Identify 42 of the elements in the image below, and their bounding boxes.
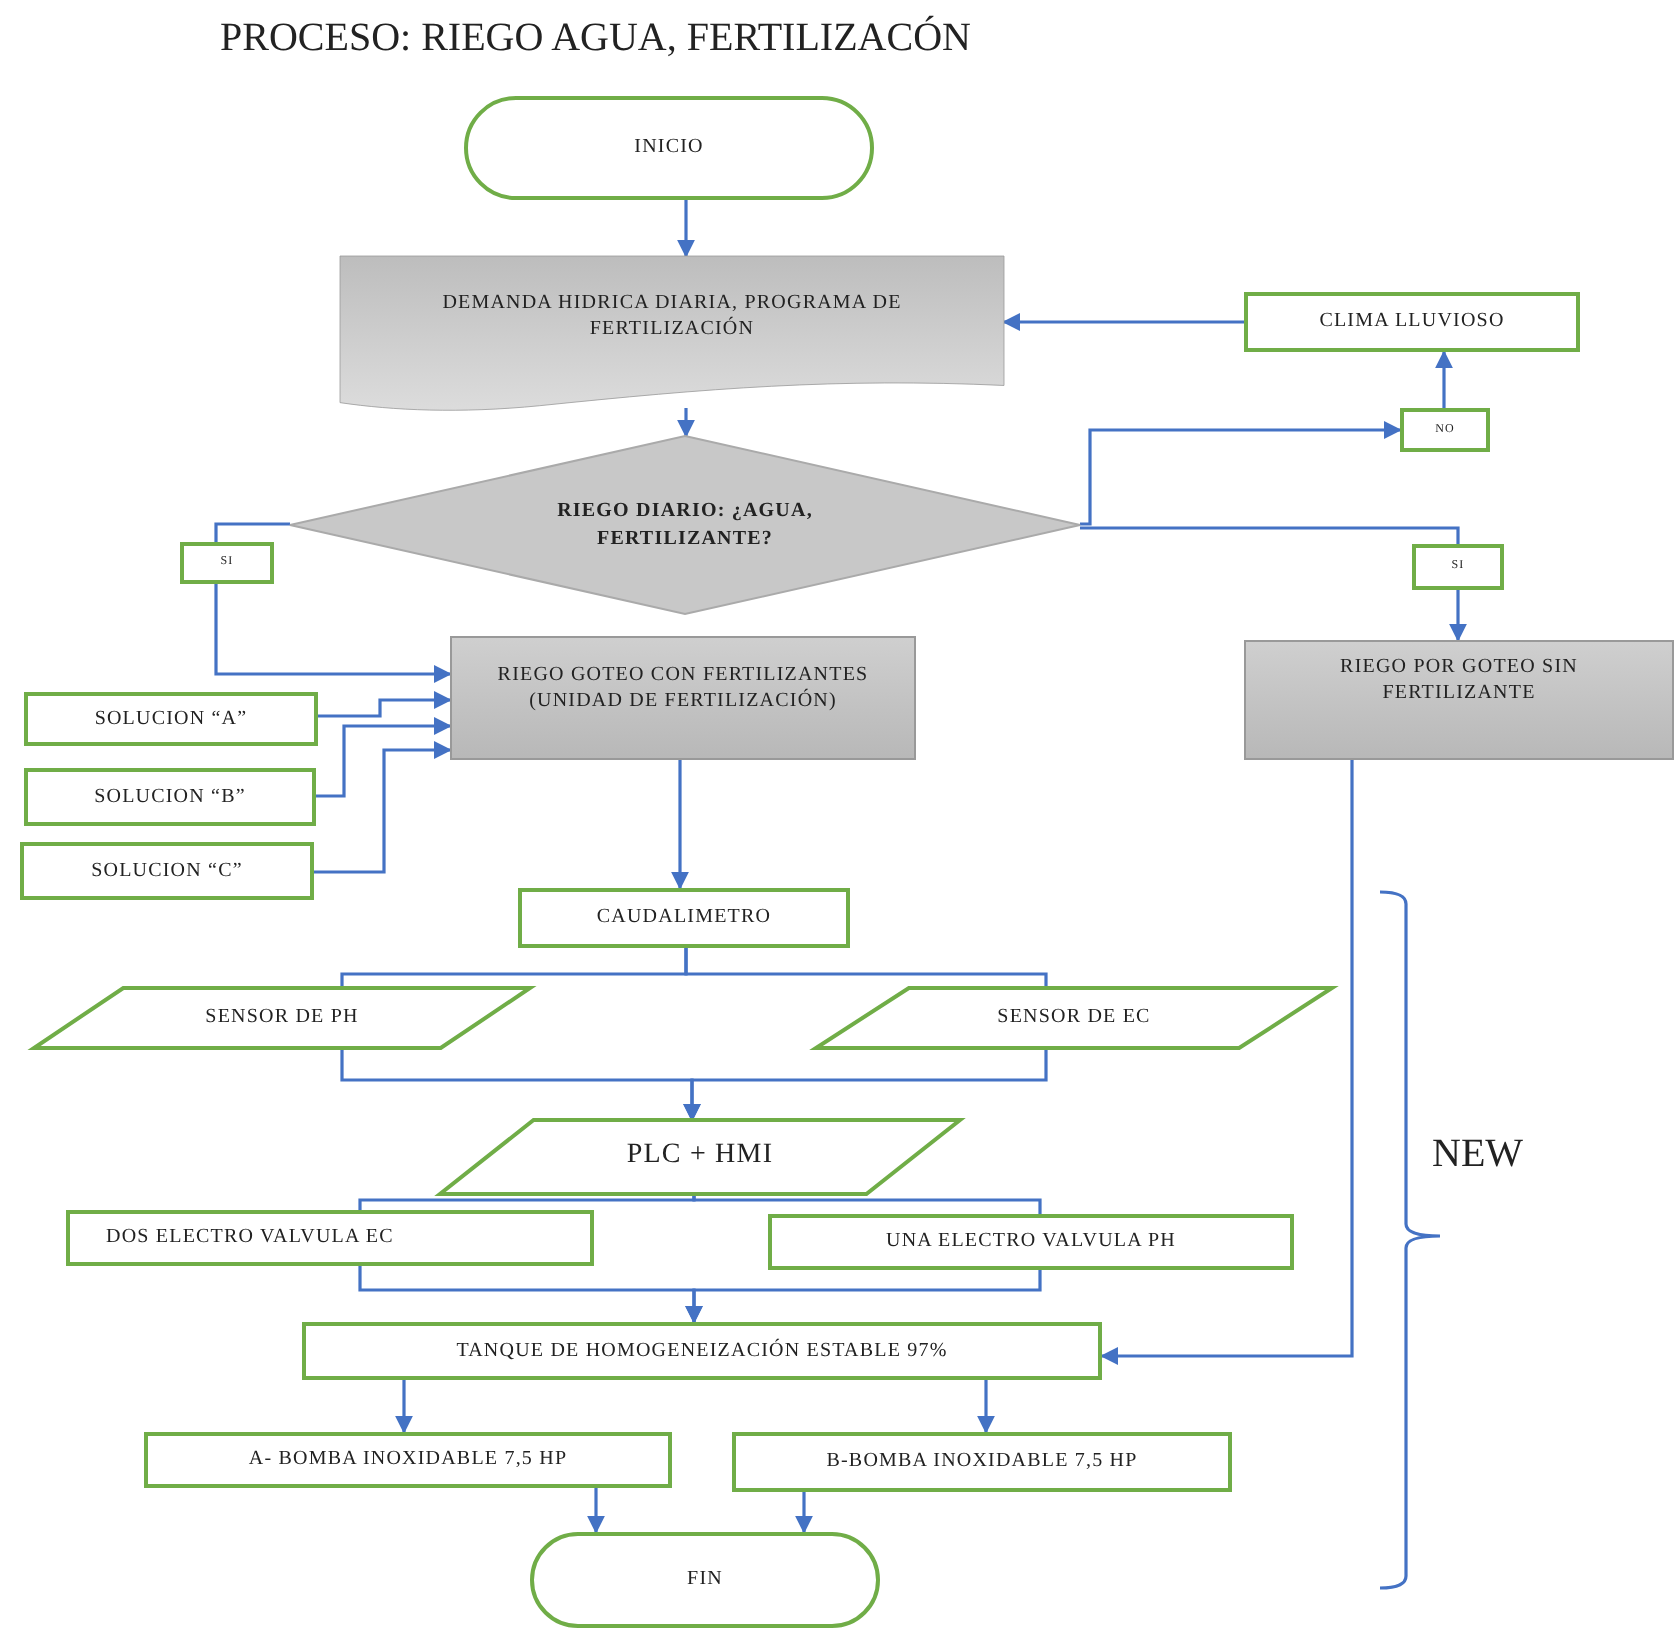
connector-line [358, 1194, 696, 1210]
connector-line [684, 948, 1048, 988]
arrow [214, 584, 452, 683]
input-box: SOLUCION “A” [24, 692, 318, 746]
input-box: SOLUCION “C” [20, 842, 314, 900]
arrow [318, 691, 452, 718]
arrow [1100, 760, 1354, 1365]
process-box: RIEGO POR GOTEO SIN FERTILIZANTE [1244, 640, 1674, 760]
end-terminal: FIN [530, 1532, 880, 1628]
diagram-title: PROCESO: RIEGO AGUA, FERTILIZACÓN [220, 16, 971, 62]
arrow [671, 760, 689, 890]
arrow [685, 1270, 1042, 1324]
arrow [395, 1380, 413, 1434]
process-box: CAUDALIMETRO [518, 888, 850, 948]
arrow [587, 1488, 605, 1534]
arrow [1080, 421, 1402, 526]
connector-line [1080, 526, 1460, 544]
arrow [1435, 350, 1453, 408]
process-box: A- BOMBA INOXIDABLE 7,5 HP [144, 1432, 672, 1488]
arrow [316, 717, 452, 798]
process-box: RIEGO GOTEO CON FERTILIZANTES (UNIDAD DE FERTILIZACIÓN) [450, 636, 916, 760]
data-parallelogram: PLC + HMI [440, 1120, 960, 1194]
input-box: SOLUCION “B” [24, 768, 316, 826]
process-box: TANQUE DE HOMOGENEIZACIÓN ESTABLE 97% [302, 1322, 1102, 1380]
decision-diamond: RIEGO DIARIO: ¿AGUA, FERTILIZANTE? [290, 436, 1080, 614]
arrow [683, 1048, 1048, 1122]
arrow [314, 741, 452, 874]
process-box: UNA ELECTRO VALVULA PH [768, 1214, 1294, 1270]
start-terminal: INICIO [464, 96, 874, 200]
arrow [677, 408, 695, 438]
process-box: DOS ELECTRO VALVULA EC [66, 1210, 594, 1266]
document-box: DEMANDA HIDRICA DIARIA, PROGRAMA DE FERTILIZACIÓN [340, 256, 1004, 412]
brace-label: NEW [1432, 1132, 1524, 1178]
arrow [1002, 313, 1244, 331]
process-box: CLIMA LLUVIOSO [1244, 292, 1580, 352]
connector-line [692, 1194, 1042, 1214]
arrow [795, 1492, 813, 1534]
arrow [677, 200, 695, 258]
process-box: B-BOMBA INOXIDABLE 7,5 HP [732, 1432, 1232, 1492]
connector-line [214, 522, 290, 542]
arrow [1449, 590, 1467, 642]
arrow [977, 1380, 995, 1434]
